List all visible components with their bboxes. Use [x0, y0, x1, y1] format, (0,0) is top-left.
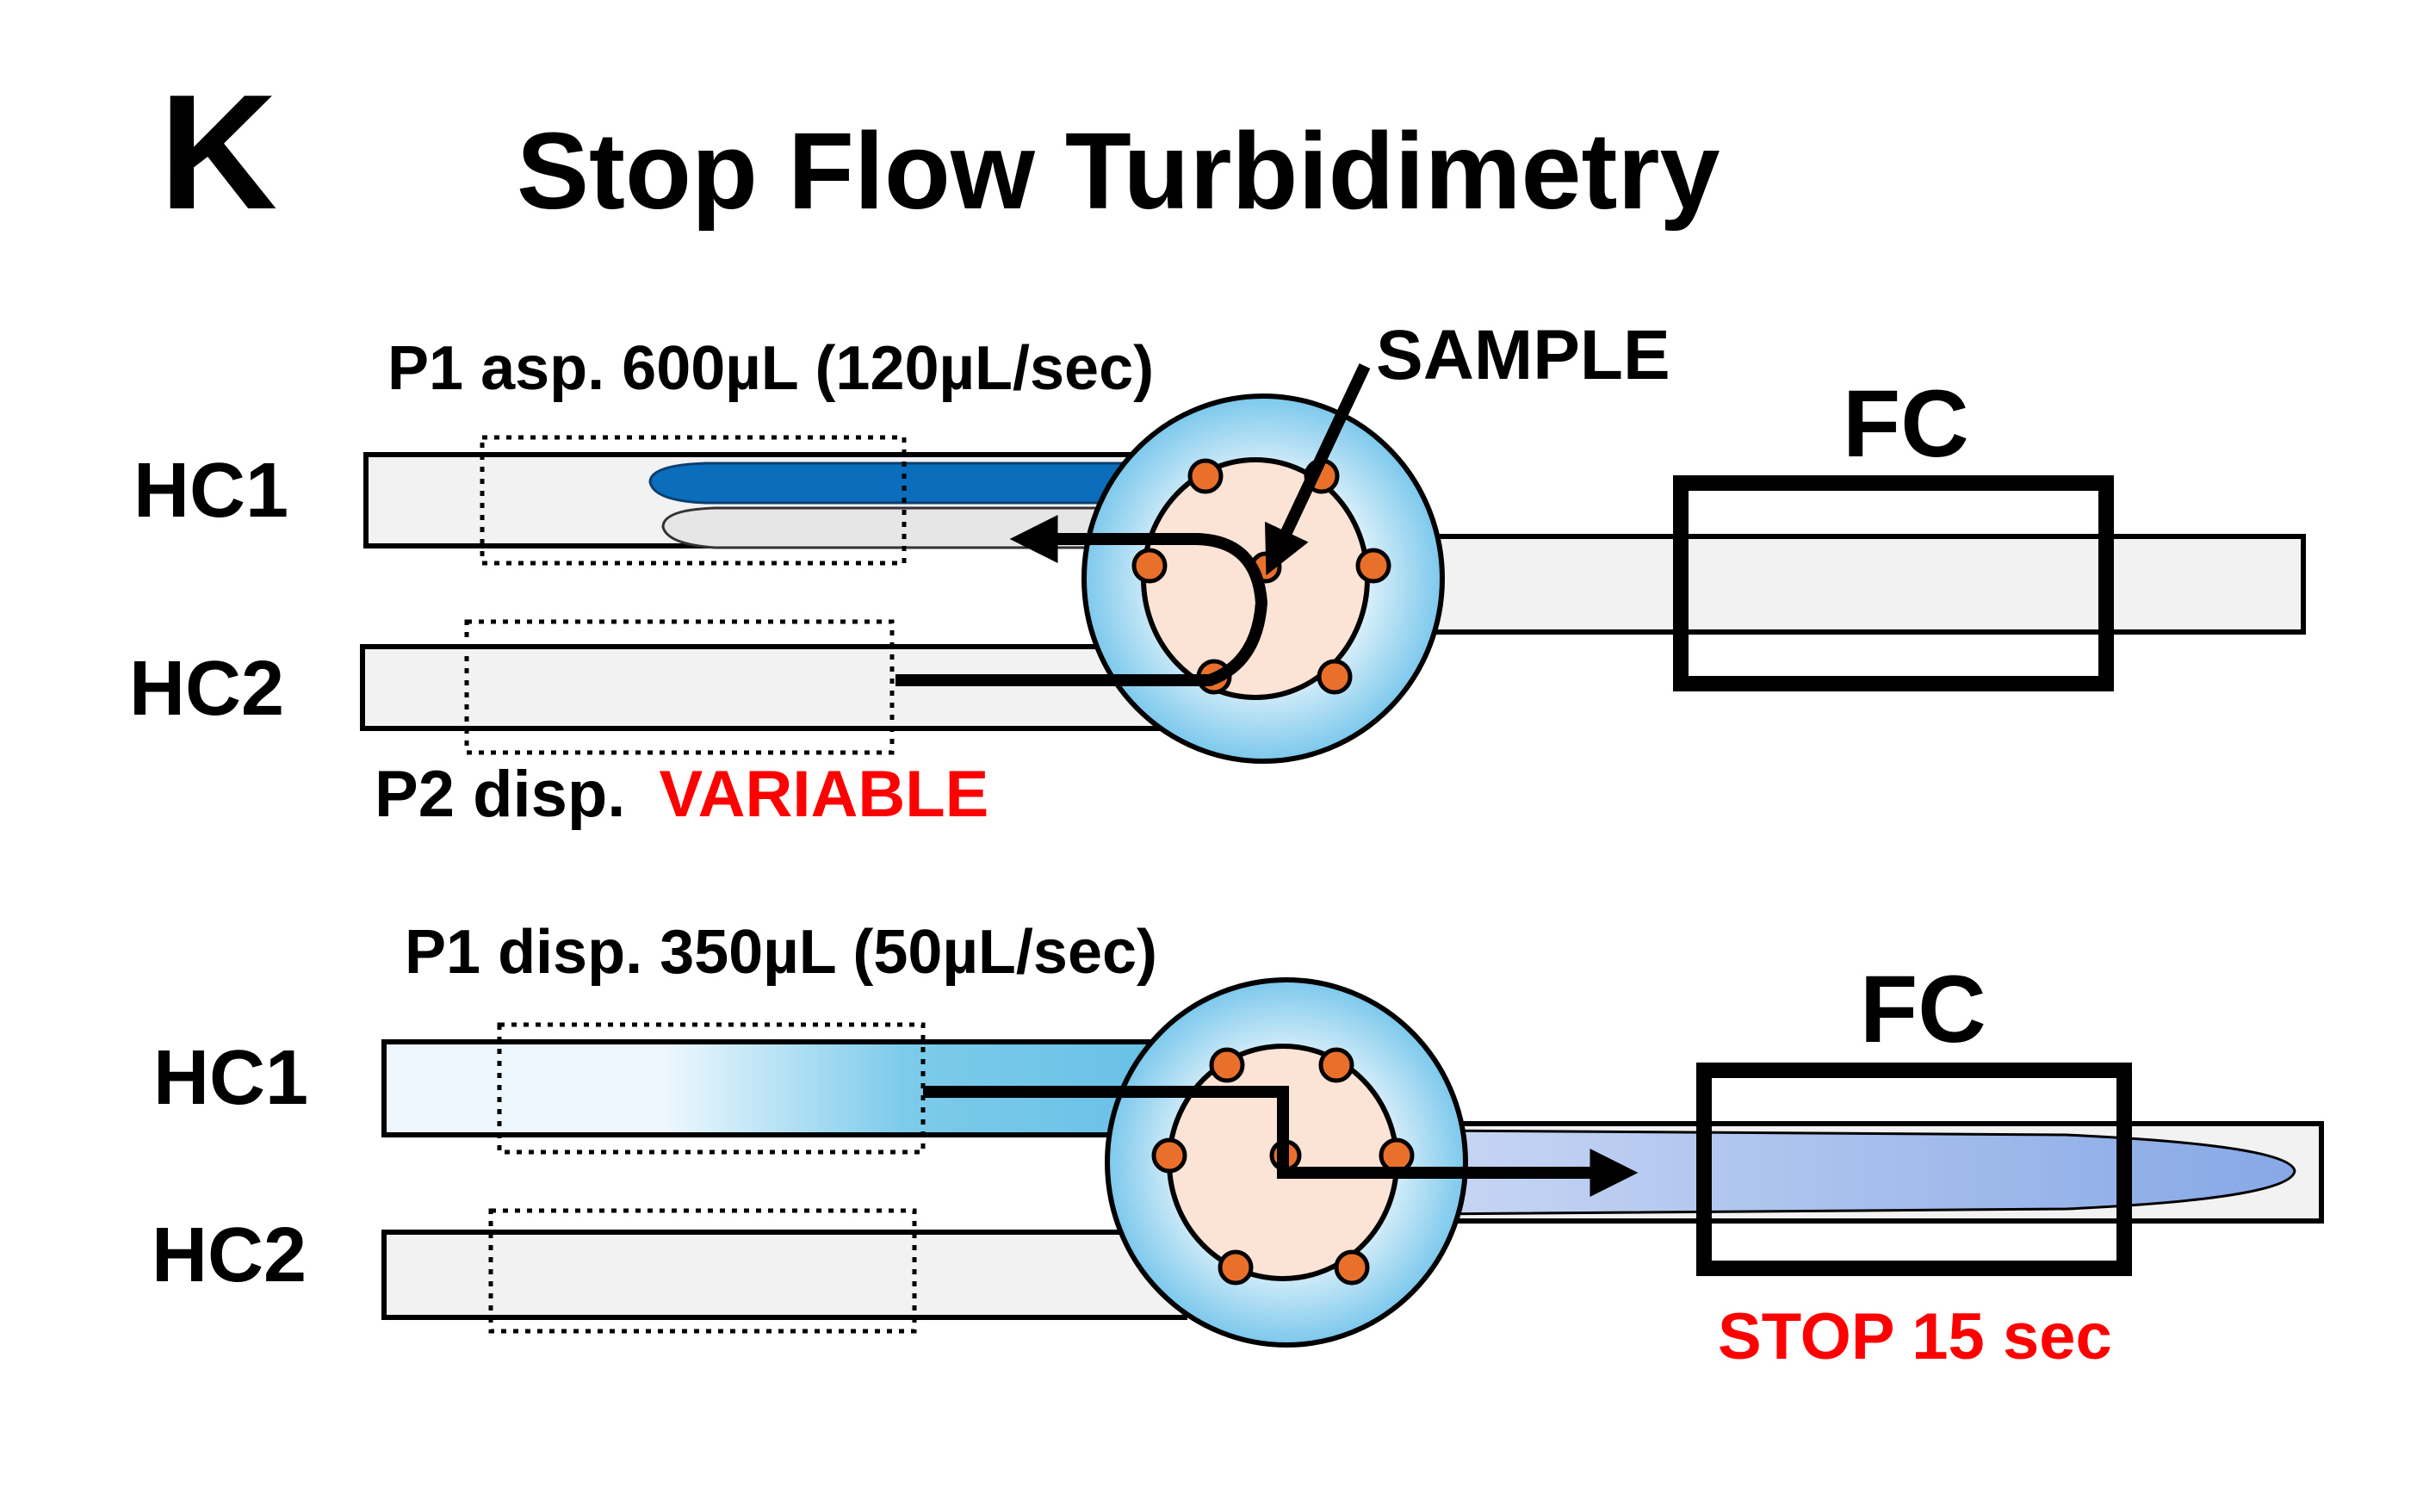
bottom-panel: FC STOP 15 sec HC1 HC2 P1 disp. 350µL (5…	[152, 918, 2324, 1373]
port-icon	[1379, 1137, 1415, 1174]
port-icon	[1218, 1249, 1254, 1286]
port-icon	[1318, 1047, 1354, 1083]
port-icon	[1209, 1047, 1245, 1083]
hc2-label: HC2	[152, 1212, 307, 1298]
p2-label-value: VARIABLE	[660, 758, 989, 831]
flow-path-arrow	[923, 1086, 1639, 1197]
fc-label: FC	[1843, 371, 1969, 477]
panel-letter: K	[159, 61, 277, 244]
port-icon	[1151, 1137, 1187, 1174]
hc1-label: HC1	[133, 448, 288, 534]
reaction-plug	[1428, 1129, 2296, 1216]
flow-cell-box	[1673, 475, 2114, 691]
port-icon	[1187, 458, 1224, 494]
hc2-volume-marker	[488, 1208, 917, 1334]
p2-dispense-label: P2 disp. VARIABLE	[375, 758, 988, 831]
port-icon	[1131, 548, 1168, 584]
flow-path-arrow	[895, 515, 1268, 686]
stop-label: STOP 15 sec	[1718, 1300, 2112, 1373]
p1-aspirate-label: P1 asp. 600µL (120µL/sec)	[387, 334, 1154, 403]
hc2-tube	[381, 1230, 1187, 1320]
hc1-label: HC1	[153, 1035, 308, 1121]
p2-label-prefix: P2 disp.	[375, 758, 625, 831]
port-icon	[1317, 659, 1353, 695]
top-panel: FC HC1 HC2 P1 asp. 600µL (120µL/sec) SAM…	[129, 316, 2306, 831]
port-icon	[1334, 1249, 1370, 1286]
hc2-tube	[360, 644, 1166, 731]
hc2-label: HC2	[129, 646, 284, 732]
hc1-volume-marker	[480, 435, 907, 566]
p1-dispense-label: P1 disp. 350µL (50µL/sec)	[405, 918, 1157, 987]
outlet-tube	[1401, 534, 2306, 635]
fc-label: FC	[1860, 957, 1986, 1063]
sample-arrow-icon	[1264, 363, 1371, 576]
reagent-slug	[648, 462, 1168, 505]
port-icon	[1355, 548, 1391, 584]
page-title: Stop Flow Turbidimetry	[517, 110, 1720, 232]
sample-label: SAMPLE	[1376, 316, 1670, 394]
flow-cell-box	[1696, 1063, 2132, 1276]
